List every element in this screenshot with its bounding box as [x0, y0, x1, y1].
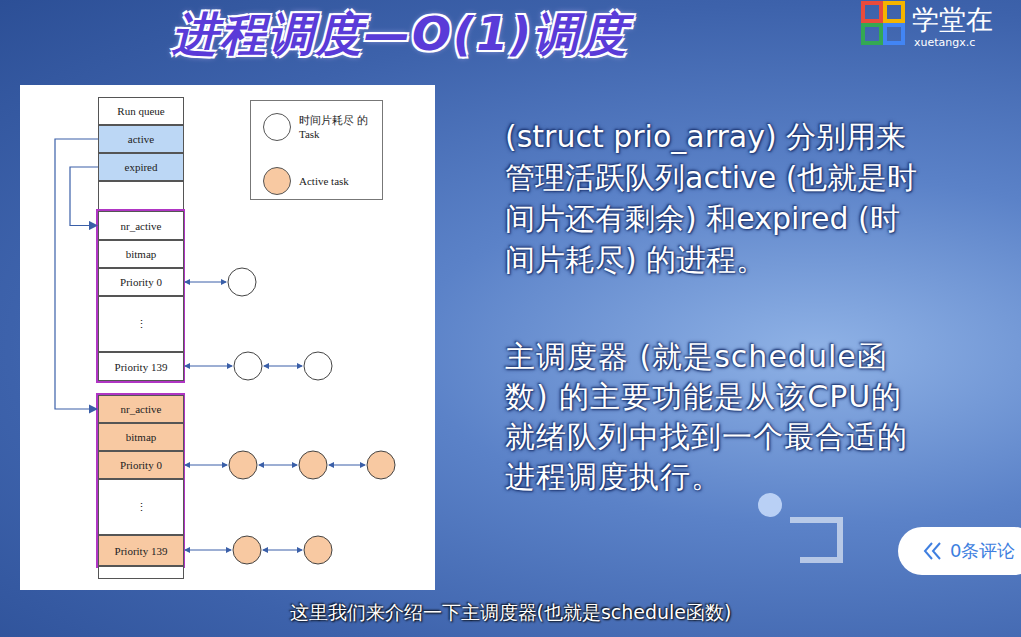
struct-field-cell: ⋮	[98, 479, 184, 535]
struct-field-cell: ⋮	[98, 296, 184, 352]
pointer-arrow	[70, 167, 98, 226]
field-text: Priority 139	[115, 545, 168, 557]
struct-field-cell: Priority 139	[98, 535, 184, 566]
struct-field-cell: nr_active	[98, 395, 184, 423]
field-text: bitmap	[126, 248, 157, 260]
pointer-arrow	[55, 139, 98, 409]
struct-field-cell: active	[98, 125, 184, 153]
struct-field-cell: Priority 0	[98, 268, 184, 296]
struct-field-cell: expired	[98, 153, 184, 181]
field-text: ⋮	[136, 501, 147, 514]
legend-box: 时间片耗尽 的TaskActive task	[250, 100, 383, 200]
field-text: Priority 139	[115, 361, 168, 373]
comment-button-text: 0条评论	[950, 539, 1015, 563]
field-text: active	[128, 133, 154, 145]
struct-field-cell: Priority 0	[98, 451, 184, 479]
struct-field-cell: nr_active	[98, 211, 184, 240]
field-text: nr_active	[121, 220, 162, 232]
legend-row: Active task	[263, 167, 381, 197]
field-text: Priority 0	[120, 459, 162, 471]
field-text: expired	[125, 161, 158, 173]
legend-swatch	[263, 113, 291, 141]
logo-url: xuetangx.c	[914, 36, 975, 49]
slide-paragraph: 主调度器 (就是schedule函数) 的主要功能是从该CPU的就绪队列中找到一…	[505, 337, 925, 497]
slide-paragraph: (struct prio_array) 分别用来管理活跃队列active (也就…	[505, 116, 925, 280]
struct-field-cell: bitmap	[98, 240, 184, 268]
legend-swatch	[263, 167, 291, 195]
legend-text: Active task	[299, 174, 377, 188]
legend-text: 时间片耗尽 的Task	[299, 113, 377, 141]
struct-field-cell: Priority 139	[98, 352, 184, 381]
struct-field-cell: bitmap	[98, 423, 184, 451]
struct-field-cell: Run queue	[98, 97, 184, 125]
legend-row: 时间片耗尽 的Task	[263, 113, 381, 143]
logo-text: 学堂在	[912, 2, 993, 38]
field-text: bitmap	[126, 431, 157, 443]
field-text: Run queue	[117, 105, 164, 117]
field-text: nr_active	[121, 403, 162, 415]
slide-title: 进程调度—O(1)调度	[172, 4, 629, 66]
field-text: ⋮	[136, 318, 147, 331]
video-subtitle: 这里我们来介绍一下主调度器(也就是schedule函数)	[0, 600, 1021, 626]
field-text: Priority 0	[120, 276, 162, 288]
